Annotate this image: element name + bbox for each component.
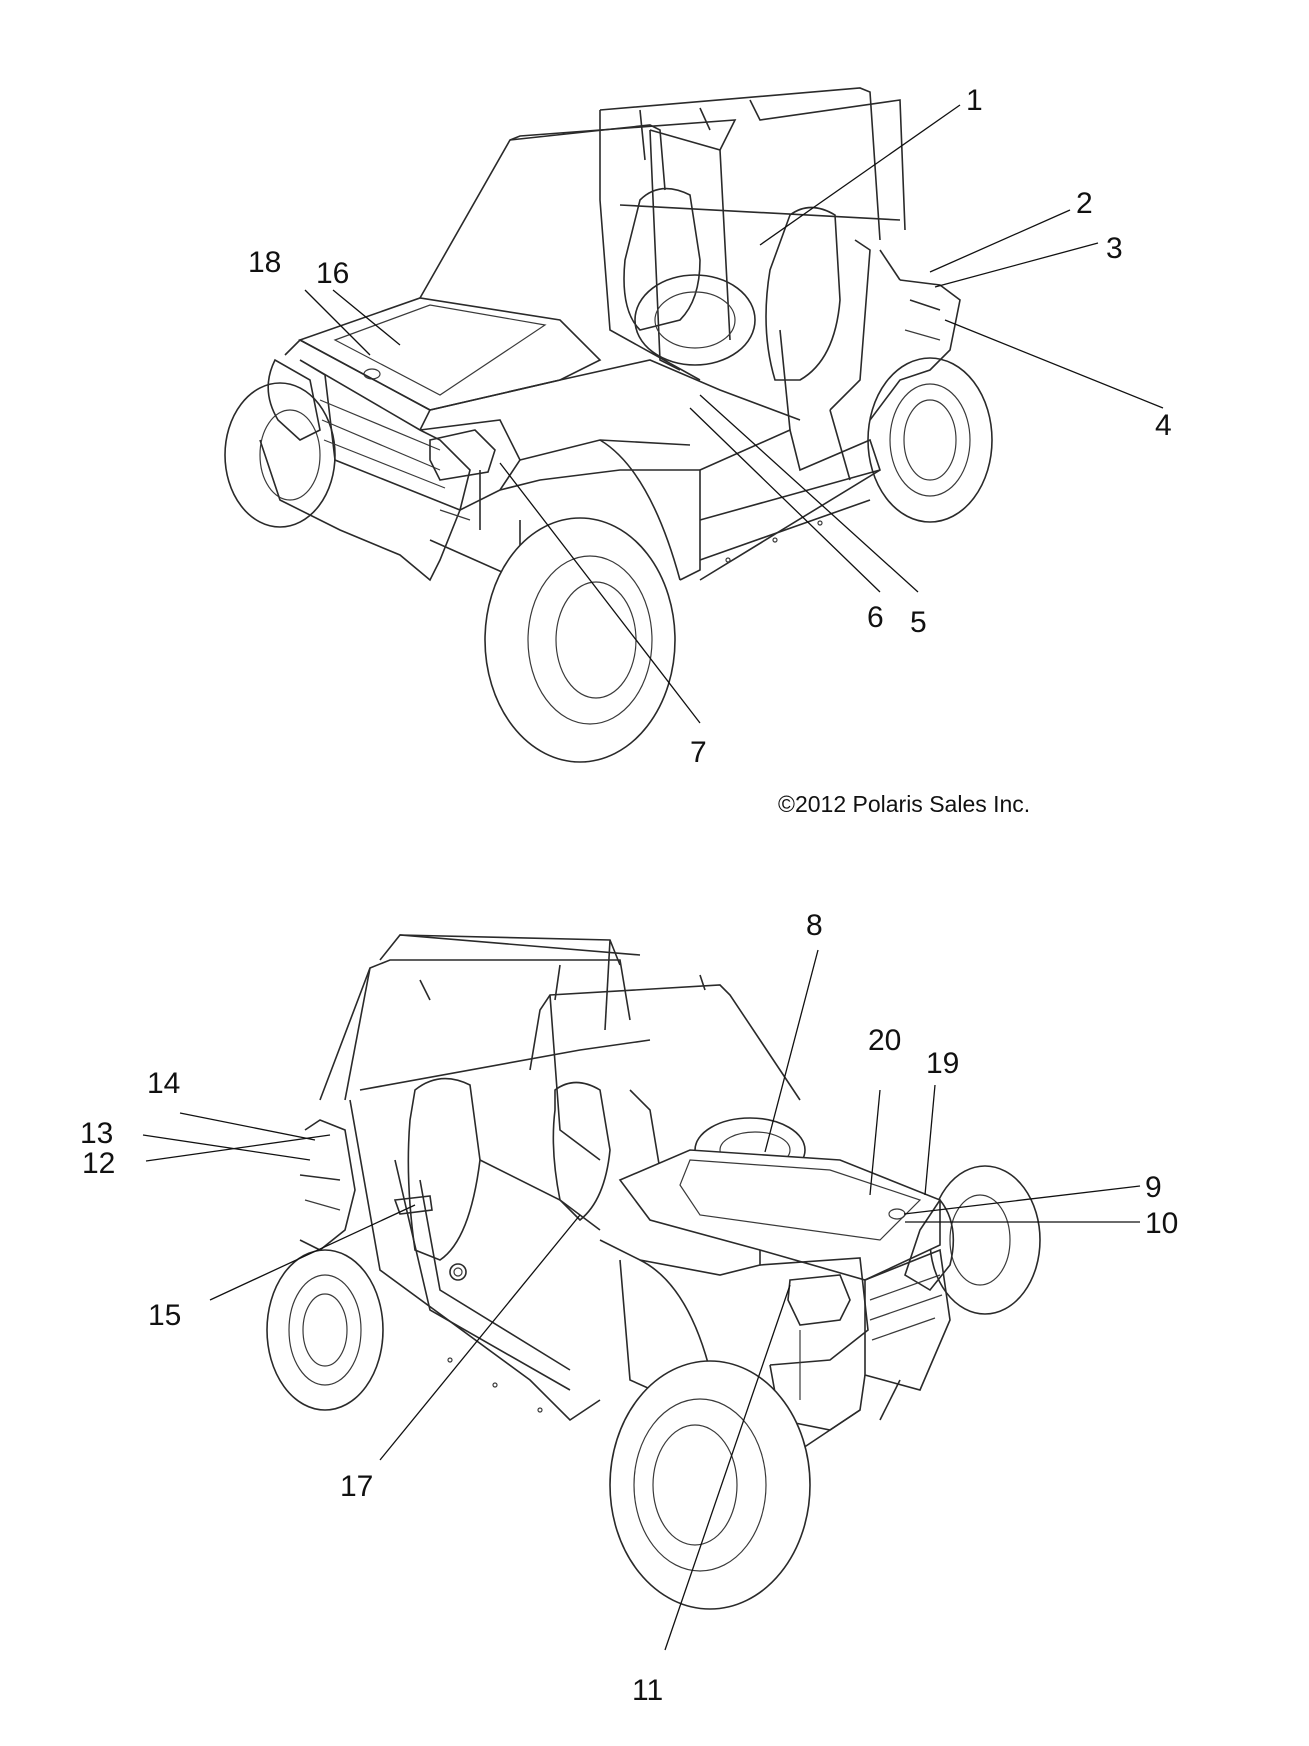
callout-2: 2 [1076,187,1093,220]
callout-13: 13 [80,1117,113,1150]
callout-14: 14 [147,1067,180,1100]
bottom-leader-lines [142,949,1141,1651]
callout-8: 8 [806,909,823,942]
copyright-notice: ©2012 Polaris Sales Inc. [778,791,1030,817]
callout-15: 15 [148,1299,181,1332]
callout-20: 20 [868,1024,901,1057]
callout-1: 1 [966,84,983,117]
vehicle-top-view [224,87,993,763]
callout-4: 4 [1155,409,1172,442]
callout-9: 9 [1145,1171,1162,1204]
vehicle-bottom-view [266,934,1041,1610]
callout-18: 18 [248,246,281,279]
callout-6: 6 [867,601,884,634]
callout-11: 11 [632,1674,663,1707]
callout-10: 10 [1145,1207,1178,1240]
callout-12: 12 [82,1147,115,1180]
callout-7: 7 [690,736,707,769]
callout-17: 17 [340,1470,373,1503]
callout-19: 19 [926,1047,959,1080]
callout-16: 16 [316,257,349,290]
callout-3: 3 [1106,232,1123,265]
top-callouts: 1 2 3 4 5 6 7 16 18 [248,84,1172,769]
bottom-callouts: 8 9 10 11 12 13 14 15 17 19 20 [80,909,1178,1707]
callout-5: 5 [910,606,927,639]
top-leader-lines [304,104,1164,724]
